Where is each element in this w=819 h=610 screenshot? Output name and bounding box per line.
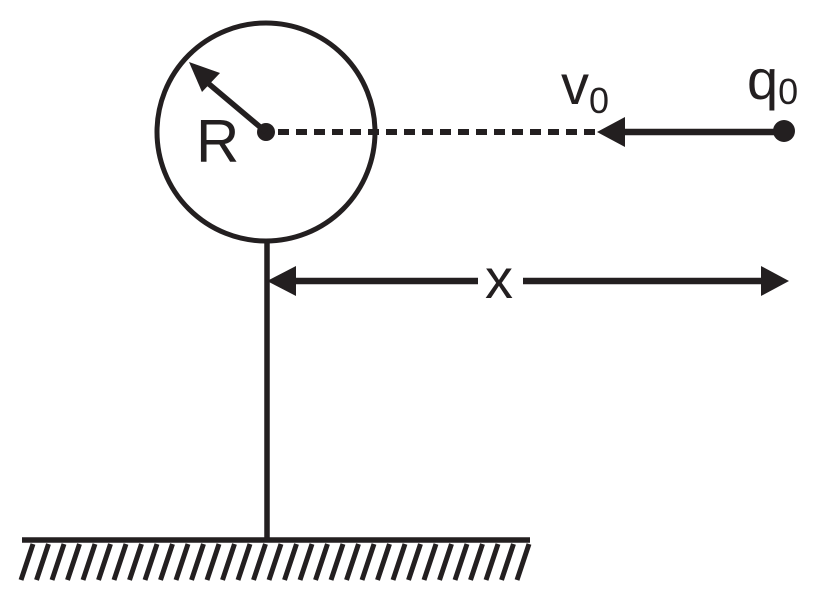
charge-label: q0 — [747, 48, 798, 112]
charge-particle-dot — [773, 120, 795, 142]
particle-trajectory: v0 q0 — [278, 48, 798, 147]
velocity-arrowhead-icon — [597, 117, 625, 147]
radius-label: R — [196, 108, 239, 175]
velocity-label: v0 — [561, 53, 609, 121]
radius-arrowhead-icon — [189, 62, 220, 92]
ground — [18, 537, 532, 581]
radius-arrow-shaft — [207, 81, 268, 135]
distance-right-arrowhead-icon — [761, 266, 789, 296]
distance-left-arrowhead-icon — [267, 266, 296, 296]
ground-hatching — [18, 543, 532, 581]
distance-annotation: x — [267, 247, 789, 310]
distance-label: x — [485, 247, 513, 310]
